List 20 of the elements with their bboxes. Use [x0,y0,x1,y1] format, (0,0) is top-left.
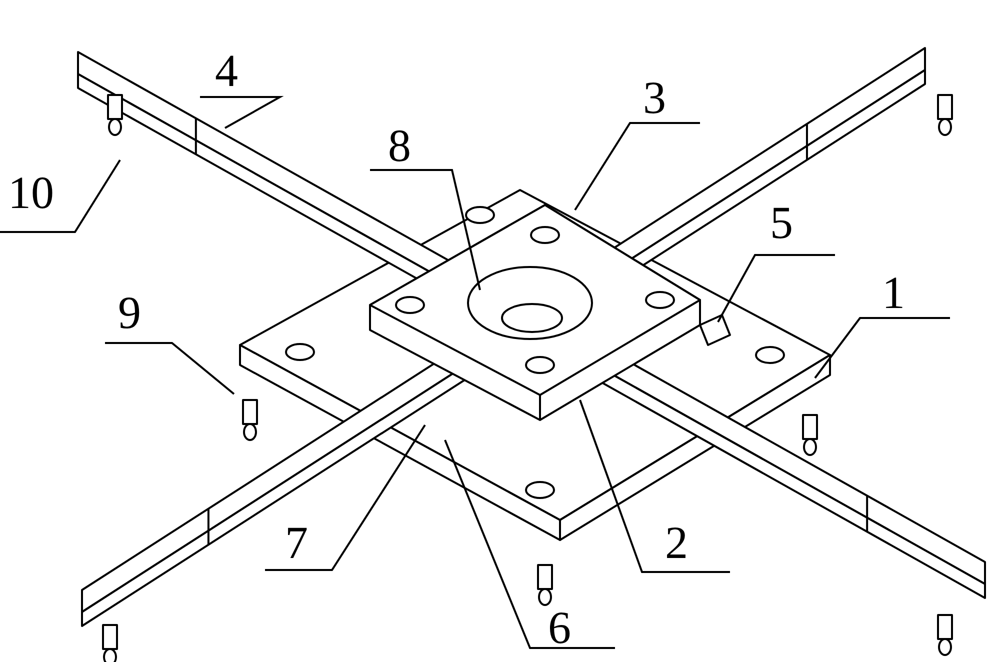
callout-number: 1 [882,270,905,316]
leader-line [574,122,700,211]
leader-line [717,254,835,322]
callout-number: 4 [215,48,238,94]
callout-number: 9 [118,290,141,336]
leader-line [444,440,615,649]
leader-line [814,317,950,379]
leader-line [200,96,284,129]
leader-line [105,342,235,395]
leader-line [265,424,426,571]
callout-number: 2 [665,520,688,566]
callout-number: 10 [8,170,54,216]
callout-number: 5 [770,200,793,246]
leader-line [370,169,481,290]
callout-number: 6 [548,605,571,651]
leader-line [0,159,121,233]
leader-line [579,400,730,573]
callout-number: 8 [388,123,411,169]
callout-number: 7 [285,520,308,566]
callout-number: 3 [643,75,666,121]
